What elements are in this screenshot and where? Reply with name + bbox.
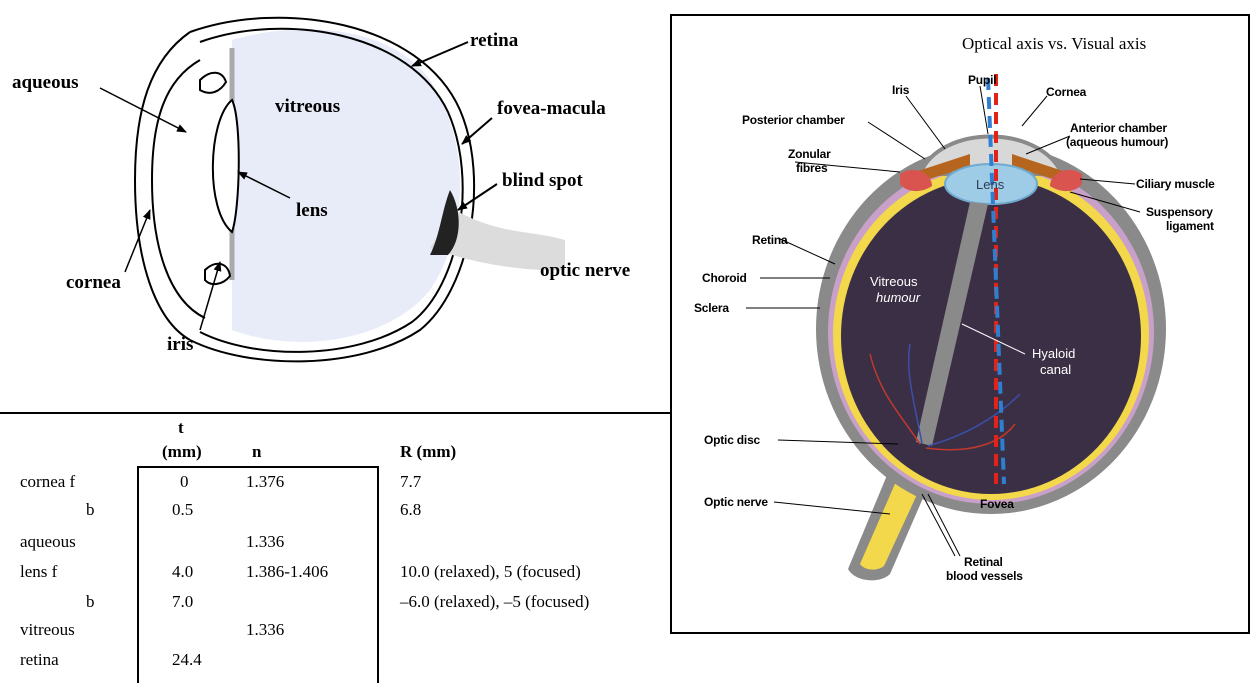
right-eye-diagram (670, 14, 1250, 634)
right-label-hyaloid-2: canal (1040, 362, 1071, 378)
left-label-vitreous: vitreous (275, 96, 340, 118)
lens-shape (213, 100, 239, 232)
left-label-optic-nerve: optic nerve (540, 260, 630, 282)
table-row-name: b (86, 500, 95, 520)
table-row-t: 7.0 (172, 592, 193, 612)
table-row-name: lens f (20, 562, 57, 582)
ciliary-upper (200, 73, 226, 93)
right-label-retinal-vessels-2: blood vessels (946, 570, 1023, 583)
right-label-hyaloid: Hyaloid (1032, 346, 1075, 362)
right-label-vitreous-2: humour (876, 290, 920, 306)
left-label-aqueous: aqueous (12, 72, 79, 94)
left-label-blind-spot: blind spot (502, 170, 583, 192)
table-row-name: cornea f (20, 472, 75, 492)
table-row-r: 7.7 (400, 472, 421, 492)
right-label-anterior-chamber-2: (aqueous humour) (1066, 136, 1168, 149)
table-row-t: 0.5 (172, 500, 193, 520)
right-label-optic-disc: Optic disc (704, 434, 760, 447)
right-label-retina: Retina (752, 234, 787, 247)
table-row-r: 6.8 (400, 500, 421, 520)
right-label-posterior-chamber: Posterior chamber (742, 114, 845, 127)
ciliary-lower (205, 264, 230, 284)
left-label-iris: iris (167, 334, 193, 356)
right-label-vitreous: Vitreous (870, 274, 917, 290)
table-header-t-unit: (mm) (162, 442, 202, 462)
table-row-name: aqueous (20, 532, 76, 552)
right-label-anterior-chamber: Anterior chamber (1070, 122, 1167, 135)
right-label-fovea: Fovea (980, 498, 1014, 511)
table-header-n: n (252, 442, 261, 462)
right-label-lens: Lens (976, 177, 1004, 193)
left-label-cornea: cornea (66, 272, 121, 294)
right-label-ciliary-muscle: Ciliary muscle (1136, 178, 1215, 191)
right-label-choroid: Choroid (702, 272, 747, 285)
right-label-optic-nerve: Optic nerve (704, 496, 768, 509)
table-row-n: 1.386-1.406 (246, 562, 328, 582)
vitreous-body (841, 178, 1141, 494)
right-label-zonular-2: fibres (796, 162, 827, 175)
section-divider (0, 412, 672, 414)
right-label-retinal-vessels: Retinal (964, 556, 1003, 569)
table-row-n: 1.376 (246, 472, 284, 492)
right-label-sclera: Sclera (694, 302, 729, 315)
table-header-t: t (178, 418, 184, 438)
left-label-lens: lens (296, 200, 328, 222)
cornea-inner (152, 60, 205, 318)
table-row-r: –6.0 (relaxed), –5 (focused) (400, 592, 589, 612)
table-row-name: b (86, 592, 95, 612)
left-label-fovea-macula: fovea-macula (497, 98, 606, 120)
cornea-shape (135, 32, 190, 340)
right-label-cornea: Cornea (1046, 86, 1086, 99)
table-row-r: 10.0 (relaxed), 5 (focused) (400, 562, 581, 582)
right-label-iris: Iris (892, 84, 909, 97)
table-row-t: 24.4 (172, 650, 202, 670)
table-row-name: retina (20, 650, 59, 670)
right-label-zonular: Zonular (788, 148, 831, 161)
right-label-pupil: Pupil (968, 74, 996, 87)
table-row-n: 1.336 (246, 532, 284, 552)
left-eye-diagram (0, 0, 670, 410)
table-header-r: R (mm) (400, 442, 456, 462)
table-row-name: vitreous (20, 620, 75, 640)
table-row-n: 1.336 (246, 620, 284, 640)
right-label-suspensory-2: ligament (1166, 220, 1214, 233)
right-label-suspensory: Suspensory (1146, 206, 1213, 219)
table-row-t: 4.0 (172, 562, 193, 582)
table-row-t: 0 (180, 472, 189, 492)
left-label-retina: retina (470, 30, 518, 52)
